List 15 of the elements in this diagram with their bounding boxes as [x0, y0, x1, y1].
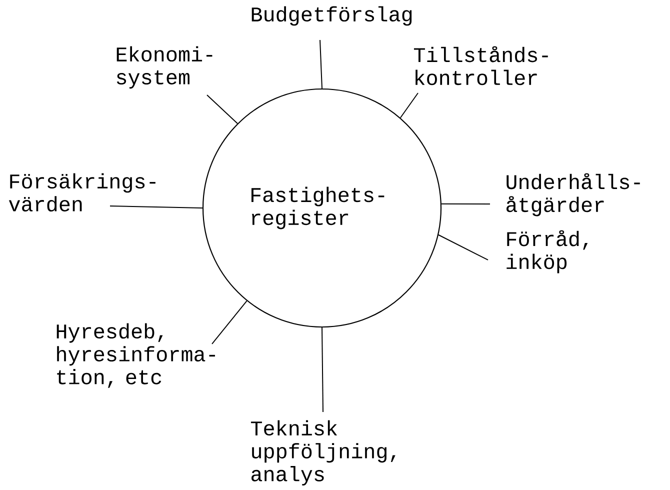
topic-label: Teknisk uppföljning, analys	[250, 420, 396, 486]
connector-line	[110, 206, 203, 208]
topic-label: Tillstånds- kontroller	[414, 46, 548, 86]
topic-label: Förråd, inköp	[506, 230, 588, 274]
topic-label: Ekonomi- system	[116, 46, 212, 89]
connector-line	[400, 92, 418, 118]
connector-line	[212, 300, 248, 344]
topic-label: Försäkrings- värden	[8, 173, 156, 212]
connector-line	[206, 94, 238, 124]
connector-line	[320, 40, 322, 89]
topic-label: Budgetförslag	[252, 6, 412, 26]
connector-line	[440, 203, 490, 204]
connector-line	[322, 327, 324, 412]
topic-label: Underhålls- åtgärder	[506, 173, 640, 216]
connector-line	[438, 234, 488, 260]
